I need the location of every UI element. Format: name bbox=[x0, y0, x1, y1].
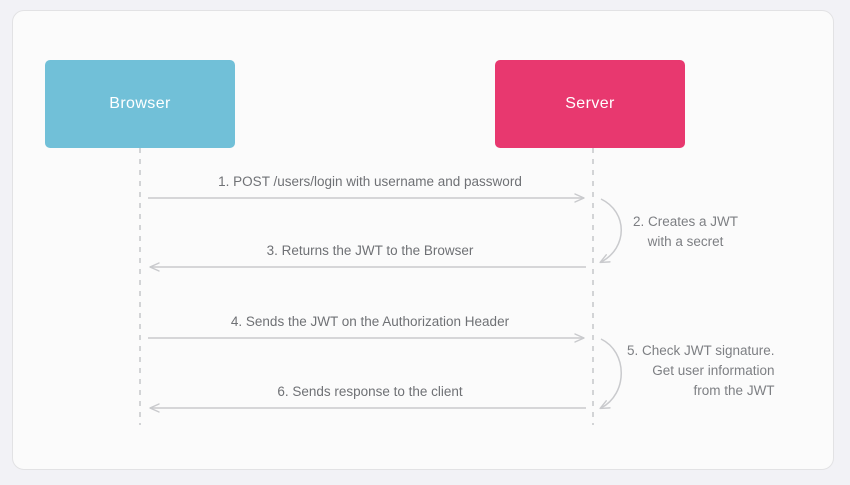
message-label-1: 1. POST /users/login with username and p… bbox=[218, 174, 522, 189]
actor-box-server[interactable]: Server bbox=[495, 60, 685, 148]
message-label-2-self: 2. Creates a JWT with a secret bbox=[633, 212, 738, 252]
message-label-3: 3. Returns the JWT to the Browser bbox=[266, 243, 474, 258]
message-label-4: 4. Sends the JWT on the Authorization He… bbox=[230, 314, 510, 329]
actor-label-browser: Browser bbox=[109, 95, 171, 112]
message-label-2-line-2: with a secret bbox=[647, 234, 724, 249]
message-label-5-line-1: 5. Check JWT signature. bbox=[627, 343, 775, 358]
message-label-5-self: 5. Check JWT signature. Get user informa… bbox=[627, 341, 775, 401]
message-label-6: 6. Sends response to the client bbox=[277, 384, 463, 399]
message-arrow-2-self bbox=[599, 198, 622, 264]
message-label-5-line-2: Get user information bbox=[652, 363, 775, 378]
message-label-2-line-1: 2. Creates a JWT bbox=[633, 214, 739, 229]
actor-box-browser[interactable]: Browser bbox=[45, 60, 235, 148]
message-label-5-line-3: from the JWT bbox=[693, 383, 775, 398]
actor-label-server: Server bbox=[565, 95, 615, 112]
message-arrow-5-self bbox=[599, 338, 622, 410]
